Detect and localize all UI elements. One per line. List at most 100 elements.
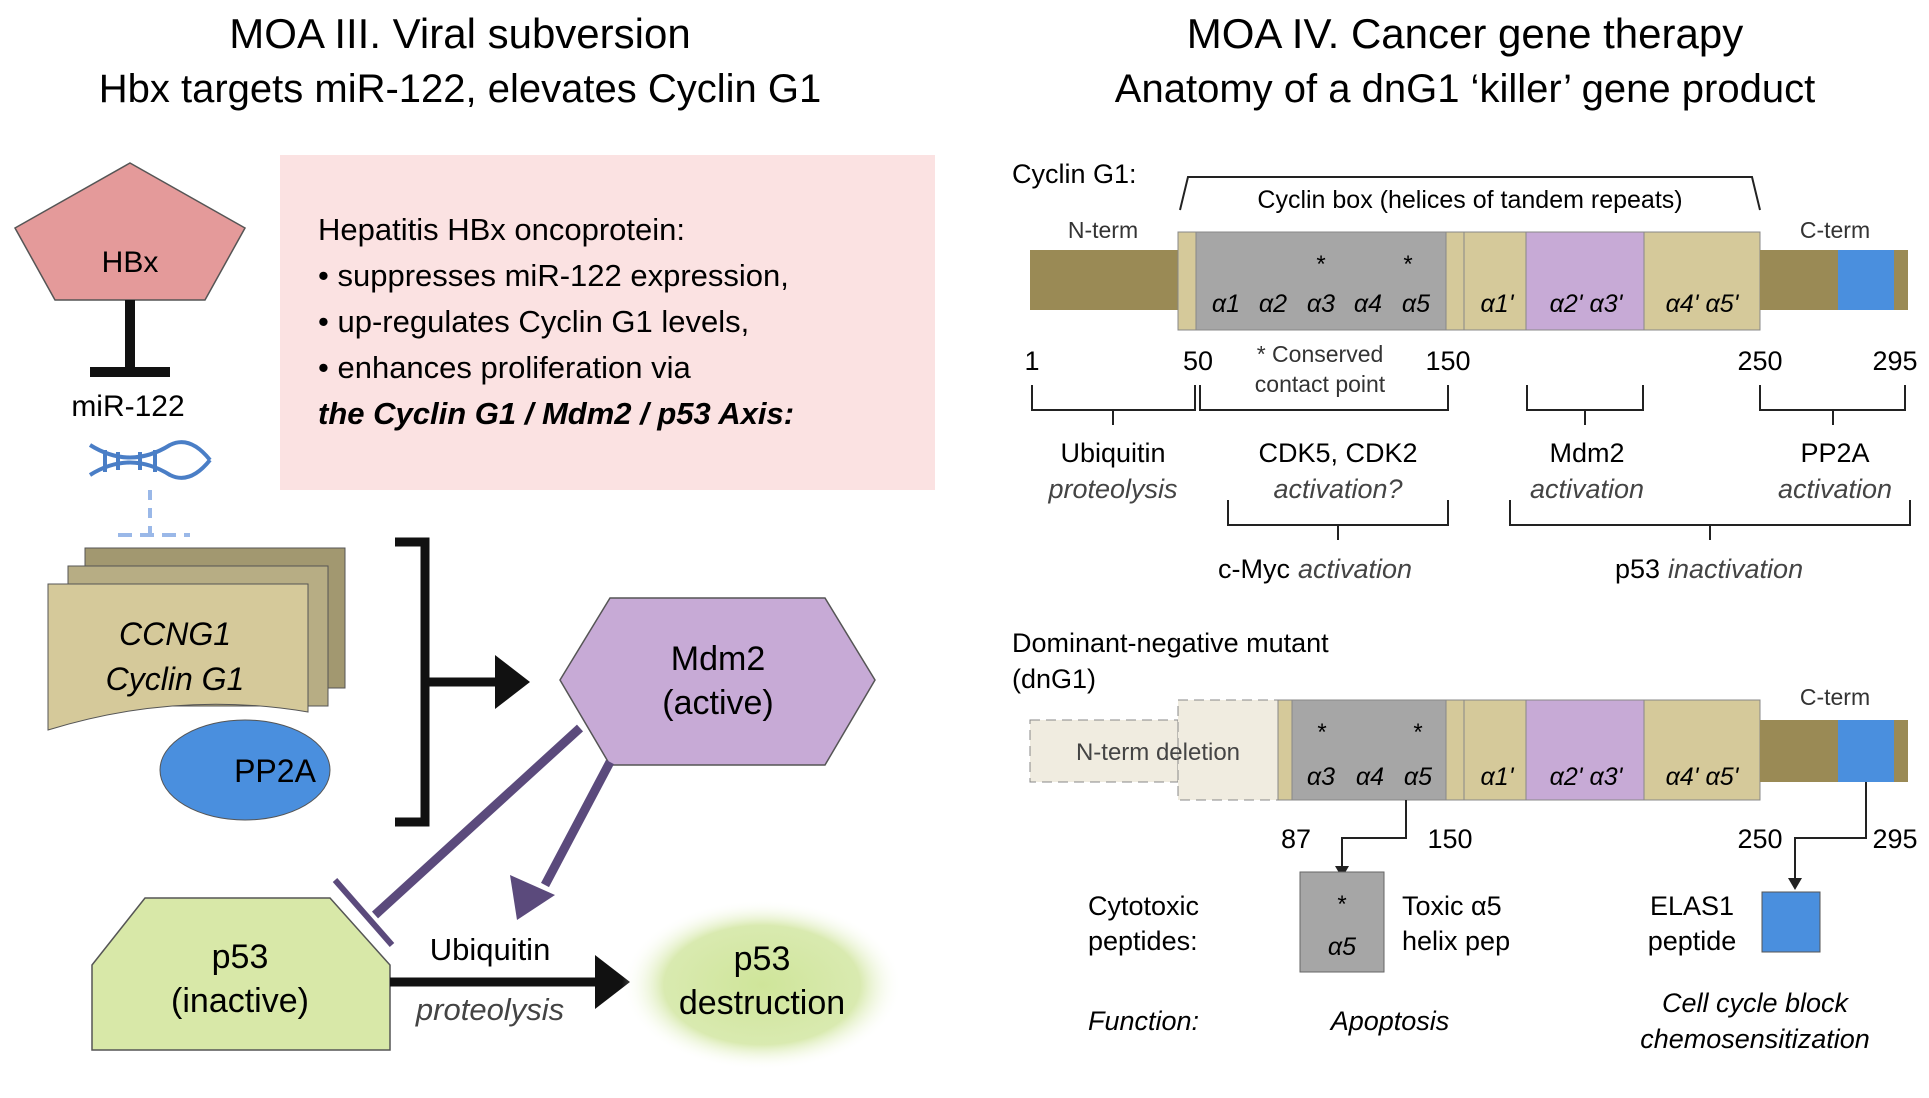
function-braces — [1031, 385, 1911, 540]
function-act: proteolysis — [1047, 474, 1177, 504]
info-box — [280, 155, 935, 490]
dn-helix: α4' α5' — [1666, 763, 1740, 791]
hbx-label: HBx — [102, 246, 159, 279]
mdm2-state: (active) — [662, 684, 773, 722]
proteolysis-label: proteolysis — [415, 992, 564, 1027]
conserved-star: * — [1413, 719, 1422, 746]
mdm2-hexagon — [559, 597, 876, 766]
left-subtitle: Hbx targets miR-122, elevates Cyclin G1 — [99, 67, 822, 111]
function-label: Function: — [1088, 1006, 1199, 1036]
helix: α4 — [1354, 290, 1382, 318]
toxic-peptide-box — [1299, 871, 1385, 973]
cytotoxic-label: Cytotoxic — [1088, 891, 1199, 921]
p53-inactive-shape — [91, 897, 391, 1051]
helix: α1 — [1212, 290, 1240, 318]
dna-icon — [88, 440, 212, 480]
proteolysis-arrow-head — [595, 955, 630, 1009]
position: 150 — [1425, 346, 1470, 376]
dn-helix: α4 — [1356, 763, 1384, 791]
ubiquitin-arrow-head — [510, 875, 555, 920]
dn-position: 295 — [1872, 824, 1917, 854]
arrow-head — [495, 655, 530, 709]
conserved-note: * Conserved — [1257, 341, 1384, 367]
mdm2-label: Mdm2 — [671, 640, 765, 678]
conserved-star: * — [1317, 719, 1326, 746]
bracket — [395, 537, 430, 827]
cellcycle-label: Cell cycle block — [1662, 988, 1850, 1018]
function-name: PP2A — [1800, 438, 1869, 468]
destruction-p53: p53 — [734, 940, 791, 978]
conserved-star: * — [1316, 251, 1325, 278]
function-name: Ubiquitin — [1060, 438, 1165, 468]
helix: α1' — [1481, 290, 1515, 318]
dn-helix: α1' — [1481, 763, 1515, 791]
dn-position: 250 — [1737, 824, 1782, 854]
cyclin-label: Cyclin G1 — [106, 661, 245, 697]
cytotoxic-label: peptides: — [1088, 926, 1198, 956]
conserved-star: * — [1403, 251, 1412, 278]
helix: α3 — [1307, 290, 1335, 318]
nterm-label: N-term — [1068, 217, 1138, 243]
hbx-pentagon — [13, 162, 247, 301]
dn-helix: α5 — [1404, 763, 1432, 791]
info-bullet: • up-regulates Cyclin G1 levels, — [318, 304, 749, 339]
info-heading: Hepatitis HBx oncoprotein: — [318, 212, 685, 247]
ubiquitin-arrow-line — [541, 759, 614, 888]
function-act: activation — [1778, 474, 1892, 504]
dn-label: (dnG1) — [1012, 664, 1096, 694]
helix: α5 — [1402, 290, 1430, 318]
right-subtitle: Anatomy of a dnG1 ‘killer’ gene product — [1115, 67, 1815, 111]
cmyc-name: c-Myc — [1218, 554, 1290, 584]
p53-state: (inactive) — [171, 982, 309, 1020]
peptide-arrow — [1341, 800, 1407, 868]
pp2a-ellipse — [159, 719, 331, 821]
function-act: activation — [1530, 474, 1644, 504]
dn-helix: α3 — [1307, 763, 1335, 791]
position: 295 — [1872, 346, 1917, 376]
cyclin-g1-label: Cyclin G1: — [1012, 159, 1137, 189]
dn-label: Dominant-negative mutant — [1012, 628, 1329, 658]
elas-peptide-box — [1761, 891, 1821, 953]
function-name: CDK5, CDK2 — [1258, 438, 1417, 468]
cyclin-g1-protein-bar — [1030, 231, 1908, 331]
destruction-glow — [622, 900, 902, 1070]
dn-helix: α2' α3' — [1550, 763, 1624, 791]
ubiquitin-label: Ubiquitin — [430, 932, 551, 967]
cellcycle-label: chemosensitization — [1640, 1024, 1870, 1054]
pep-alpha: α5 — [1328, 933, 1356, 961]
left-title: MOA III. Viral subversion — [229, 10, 690, 57]
pp2a-label: PP2A — [234, 753, 316, 789]
elas-arrow — [1794, 782, 1867, 880]
p53-name: p53 — [1615, 554, 1660, 584]
function-name: Mdm2 — [1549, 438, 1624, 468]
cyclin-box-label: Cyclin box (helices of tandem repeats) — [1257, 186, 1682, 214]
p53-label: p53 — [212, 938, 269, 976]
conserved-note: contact point — [1255, 371, 1386, 397]
ccng1-label: CCNG1 — [119, 616, 231, 652]
position: 250 — [1737, 346, 1782, 376]
dn-position: 150 — [1427, 824, 1472, 854]
cterm-label: C-term — [1800, 217, 1870, 243]
inhibit-p53-line — [371, 724, 584, 919]
elas-label: peptide — [1648, 926, 1737, 956]
info-bullet: • suppresses miR-122 expression, — [318, 258, 789, 293]
function-act: activation? — [1273, 474, 1402, 504]
info-bullet: • enhances proliferation via — [318, 350, 692, 385]
apoptosis-label: Apoptosis — [1329, 1006, 1450, 1036]
destruction-label: destruction — [679, 984, 845, 1022]
toxic-label: Toxic α5 — [1402, 891, 1502, 921]
toxic-label: helix pep — [1402, 926, 1510, 956]
dng1-protein-bar — [1029, 699, 1908, 801]
conserved-star: * — [1337, 891, 1346, 918]
dn-position: 87 — [1281, 824, 1311, 854]
elas-label: ELAS1 — [1650, 891, 1734, 921]
position: 1 — [1024, 346, 1039, 376]
cmyc-act: activation — [1298, 554, 1412, 584]
nterm-deletion-label: N-term deletion — [1076, 739, 1240, 766]
cyclin-box-bracket — [1179, 176, 1761, 211]
info-axis: the Cyclin G1 / Mdm2 / p53 Axis: — [318, 396, 794, 431]
helix: α2' α3' — [1550, 290, 1624, 318]
elas-arrow-head — [1788, 878, 1802, 890]
helix: α2 — [1259, 290, 1287, 318]
